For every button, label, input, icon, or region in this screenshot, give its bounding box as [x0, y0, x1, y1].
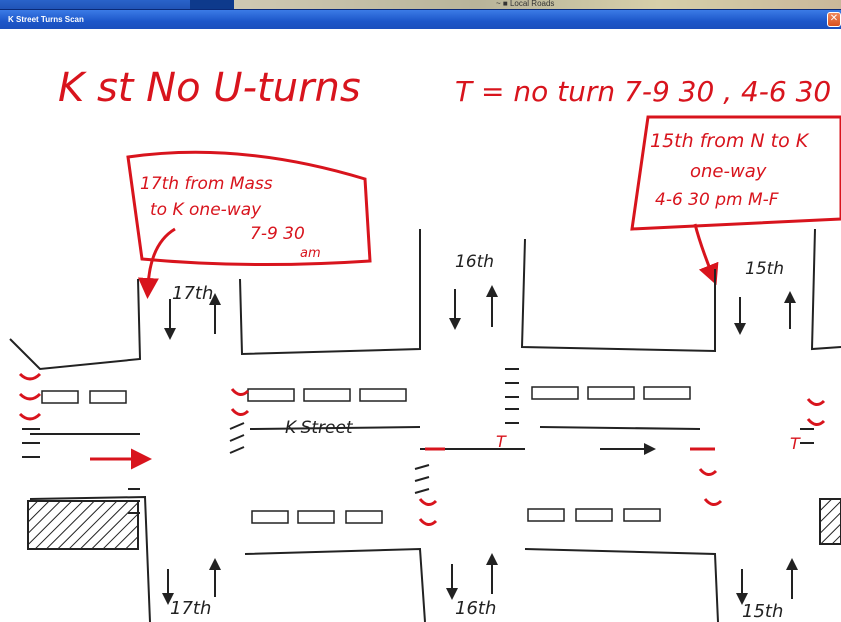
- street-label-17th-top: 17th: [172, 283, 213, 304]
- note-17th-line4: am: [300, 246, 321, 261]
- building-block-left: [27, 500, 139, 550]
- note-15th-line1: 15th from N to K: [650, 130, 810, 152]
- note-box-17th: [126, 150, 372, 267]
- window-titlebar[interactable]: K Street Turns Scan: [0, 10, 841, 29]
- street-label-16th-bottom: 16th: [455, 598, 496, 619]
- desktop-background: [0, 0, 190, 12]
- street-label-15th-top: 15th: [745, 259, 784, 279]
- no-turn-mark-2: T: [790, 434, 801, 453]
- street-outlines: [9, 228, 841, 622]
- street-label-15th-bottom: 15th: [742, 601, 783, 622]
- note-17th-arrow: [137, 227, 176, 299]
- note-17th-line2: to K one-way: [150, 200, 262, 220]
- note-15th-line3: 4-6 30 pm M-F: [655, 190, 779, 210]
- note-17th-line1: 17th from Mass: [140, 174, 273, 194]
- close-button[interactable]: ✕: [827, 12, 841, 27]
- note-box-15th: [630, 115, 841, 231]
- close-icon: ✕: [829, 13, 839, 24]
- image-viewer-window: K Street Turns Scan ✕ K st No U-turns T …: [0, 10, 841, 622]
- street-sketch: K st No U-turns T = no turn 7-9 30 , 4-6…: [9, 65, 841, 622]
- background-map-window: ~ ■ Local Roads: [234, 0, 841, 12]
- window-title: K Street Turns Scan: [8, 15, 84, 24]
- desktop-panel: [190, 0, 234, 12]
- lane-markers-row1: [41, 386, 691, 404]
- turn-arrows-red: [18, 372, 826, 526]
- note-15th-line2: one-way: [690, 161, 767, 182]
- heading-text: K st No U-turns: [58, 65, 361, 111]
- turn-glyphs-black: [22, 368, 814, 514]
- note-17th-line3: 7-9 30: [250, 224, 305, 244]
- sketch-canvas: K st No U-turns T = no turn 7-9 30 , 4-6…: [0, 29, 841, 622]
- street-label-k: K-Street: [285, 418, 354, 438]
- building-block-right: [819, 498, 841, 545]
- note-15th-arrow: [693, 223, 719, 286]
- turn-restriction-note: T = no turn 7-9 30 , 4-6 30: [455, 75, 831, 108]
- map-layer-label: ~ ■ Local Roads: [496, 0, 555, 8]
- lane-markers-row2: [251, 508, 661, 524]
- street-label-17th-bottom: 17th: [170, 598, 211, 619]
- street-label-16th-top: 16th: [455, 252, 494, 272]
- traffic-arrows-black: [162, 285, 798, 605]
- no-turn-mark-1: T: [496, 432, 507, 451]
